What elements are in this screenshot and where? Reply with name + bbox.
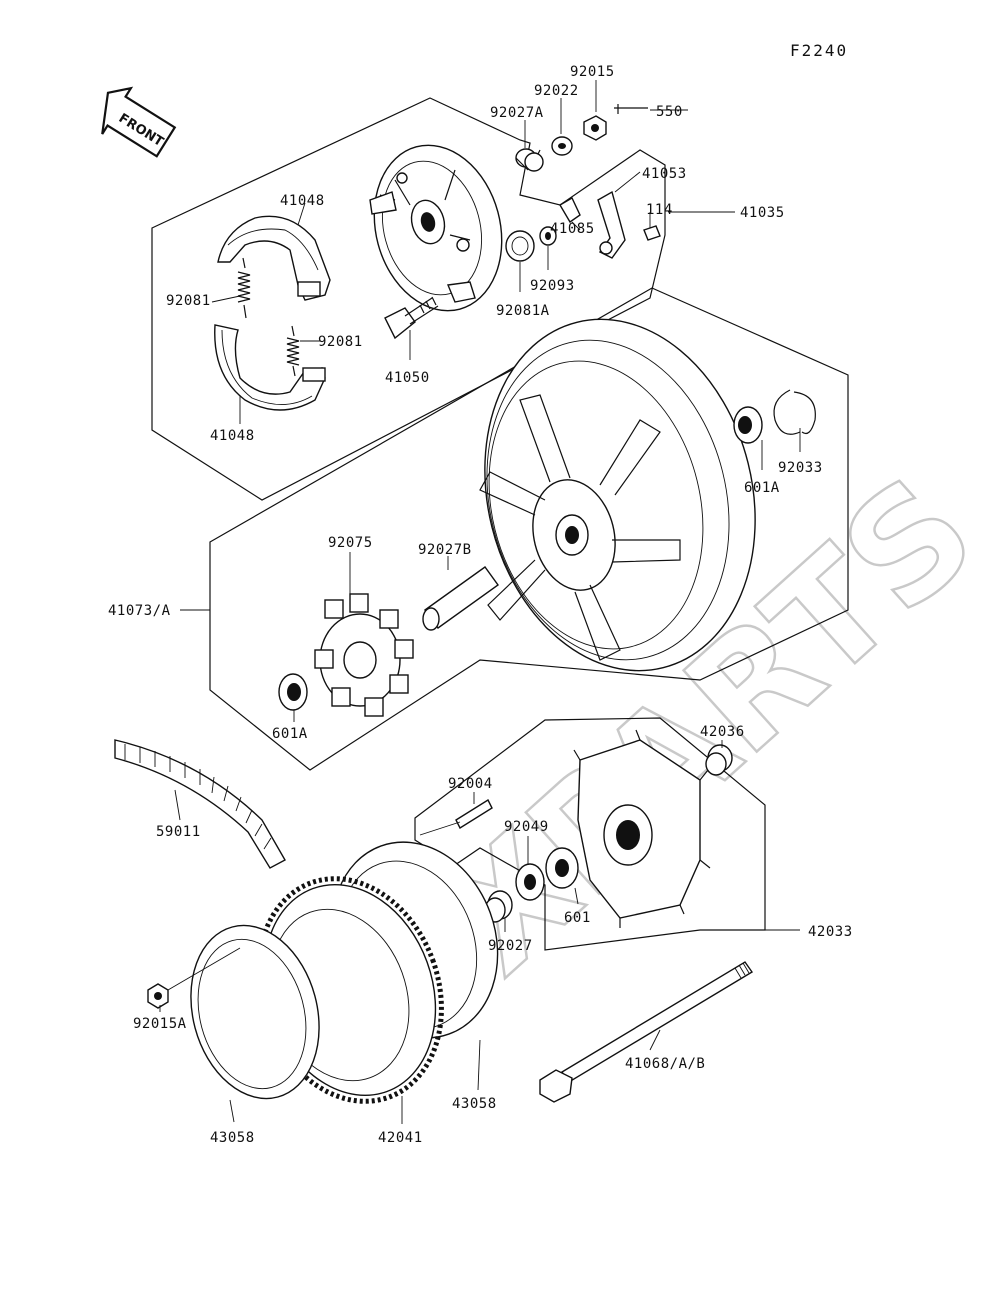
label-92033: 92033 (778, 460, 823, 476)
label-92027: 92027 (488, 938, 533, 954)
label-92015A: 92015A (133, 1016, 187, 1032)
drive-belt-59011 (114, 739, 286, 869)
label-550: 550 (656, 104, 683, 120)
nut-92015A (147, 983, 169, 1009)
spacer-92027B (422, 566, 499, 631)
indicator-41085 (559, 197, 581, 224)
brake-lever-41053 (597, 190, 626, 259)
circlip-92033 (773, 389, 816, 435)
label-43058-left: 43058 (210, 1130, 255, 1146)
leader-lines (159, 80, 801, 1124)
label-92075: 92075 (328, 535, 373, 551)
figure-code: F2240 (790, 41, 848, 60)
label-41068AB: 41068/A/B (625, 1056, 705, 1072)
label-92022: 92022 (534, 83, 579, 99)
label-92027A: 92027A (490, 105, 544, 121)
label-41035: 41035 (740, 205, 785, 221)
nut-92015 (583, 115, 607, 141)
group-frame-wheel (209, 287, 849, 771)
brake-shoe-upper (217, 215, 331, 301)
label-92049: 92049 (504, 819, 549, 835)
seal-92049 (515, 863, 545, 901)
spring-92081A (505, 230, 535, 262)
label-92081A: 92081A (496, 303, 550, 319)
label-92081-right: 92081 (318, 334, 363, 350)
spring-92081-right (286, 325, 300, 377)
label-59011: 59011 (156, 824, 201, 840)
label-601A-bottom: 601A (272, 726, 308, 742)
stud-92004 (455, 798, 493, 830)
label-41053: 41053 (642, 166, 687, 182)
label-42041: 42041 (378, 1130, 423, 1146)
label-42036: 42036 (700, 724, 745, 740)
bearing-601 (545, 847, 579, 889)
label-41048-bottom: 41048 (210, 428, 255, 444)
label-601A-top: 601A (744, 480, 780, 496)
cotter-pin-550 (614, 104, 648, 114)
washer-92022 (551, 136, 573, 156)
label-43058-right: 43058 (452, 1096, 497, 1112)
label-42033: 42033 (808, 924, 853, 940)
collar-92027 (484, 890, 513, 923)
label-92081-left: 92081 (166, 293, 211, 309)
label-114: 114 (646, 202, 673, 218)
collar-92027A (515, 148, 544, 172)
damper-92075 (314, 593, 414, 717)
bush-42036 (705, 744, 733, 776)
front-arrow-icon: FRONT (101, 86, 177, 158)
bolt-114 (643, 225, 661, 241)
pulley-guard-43058-left (190, 924, 320, 1100)
label-92015: 92015 (570, 64, 615, 80)
label-41048-top: 41048 (280, 193, 325, 209)
brake-shoe-lower (214, 324, 326, 411)
cast-wheel-41073 (479, 318, 756, 672)
bearing-601A-right (733, 406, 763, 444)
seal-92093 (539, 226, 557, 246)
bearing-601A-left (278, 673, 308, 711)
spring-92081-left (237, 257, 251, 319)
label-41073A: 41073/A (108, 603, 171, 619)
label-41050: 41050 (385, 370, 430, 386)
sprocket-hub-42033 (573, 729, 711, 928)
label-41085: 41085 (550, 221, 595, 237)
label-92093: 92093 (530, 278, 575, 294)
part-labels: 92015 92022 92027A 550 41053 114 41035 4… (108, 64, 853, 1146)
label-601: 601 (564, 910, 591, 926)
brake-panel (369, 144, 503, 312)
label-92004: 92004 (448, 776, 493, 792)
brake-cam-41050 (384, 296, 439, 340)
label-92027B: 92027B (418, 542, 472, 558)
group-frame-brake-panel (151, 97, 666, 501)
axle-41068 (539, 961, 754, 1103)
